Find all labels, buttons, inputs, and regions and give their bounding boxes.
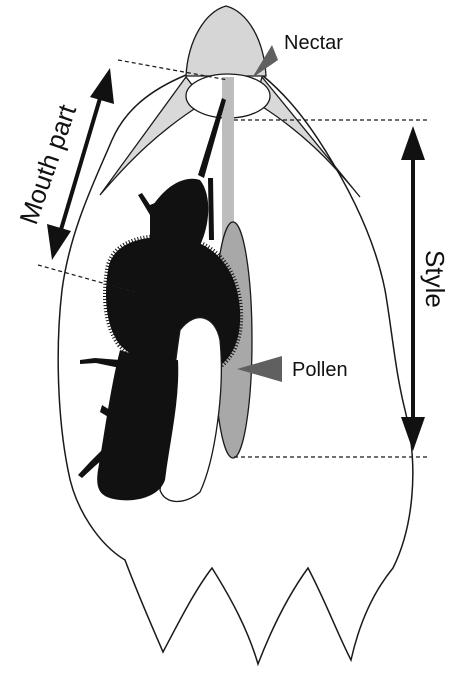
nectary	[186, 6, 266, 76]
style-arrowhead-top	[401, 126, 425, 160]
mouth-part-arrowhead-bottom	[47, 224, 71, 260]
pollen-label: Pollen	[292, 359, 348, 381]
bee-antenna	[208, 178, 214, 240]
style-label: Style	[420, 250, 450, 308]
mouth-part-label: Mouth part	[13, 100, 82, 228]
nectar-label: Nectar	[284, 32, 343, 54]
mouth-part-arrowhead-top	[90, 68, 114, 104]
